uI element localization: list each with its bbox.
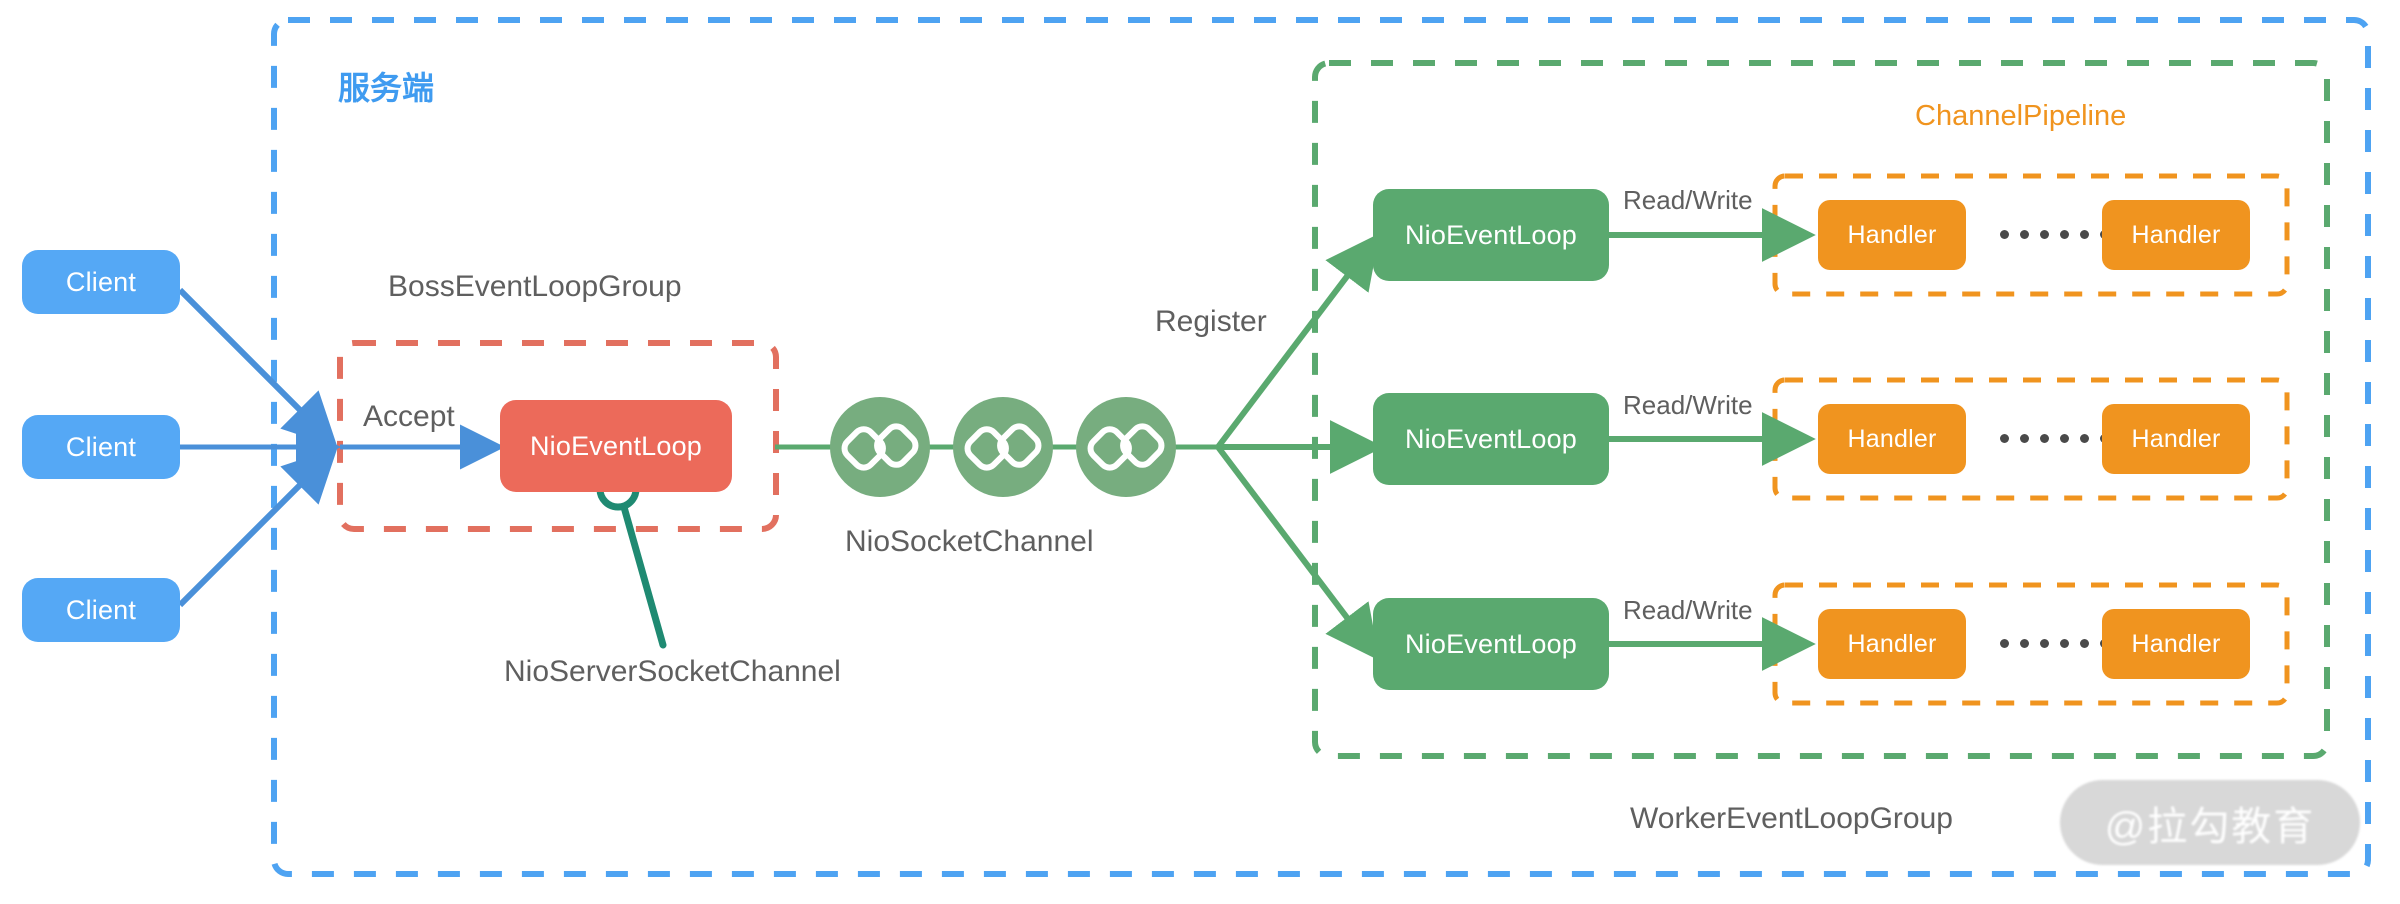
handler-label: Handler [1847, 424, 1937, 453]
page-title: 服务端 [338, 70, 435, 106]
socket-channel-1 [830, 397, 930, 497]
server-socket-callout-line [618, 496, 667, 649]
client-label: Client [65, 594, 137, 625]
worker-event-loop-box-3[interactable]: NioEventLoop [1373, 598, 1609, 690]
client-arrow-1 [177, 287, 338, 448]
worker-group-boundary [1312, 60, 2330, 759]
handler-label: Handler [2131, 629, 2221, 658]
handler-label: Handler [2131, 220, 2221, 249]
register-label: Register [1155, 305, 1267, 338]
client-box-2[interactable]: Client [22, 415, 180, 479]
worker-event-loop-label: NioEventLoop [1404, 628, 1578, 659]
channel-pipeline-label: ChannelPipeline [1915, 100, 2127, 132]
accept-label: Accept [363, 400, 455, 433]
read-write-label-3: Read/Write [1623, 595, 1753, 625]
worker-event-loop-label: NioEventLoop [1404, 219, 1578, 250]
pipeline-boundary-1 [1772, 173, 2290, 297]
pipeline-boundary-3 [1772, 582, 2290, 706]
register-arrow-bottom [1215, 445, 1380, 661]
boss-event-loop-label: NioEventLoop [529, 430, 703, 461]
handler-box-3a[interactable]: Handler [1818, 609, 1966, 679]
nio-server-socket-channel-label: NioServerSocketChannel [504, 655, 841, 688]
client-label: Client [65, 266, 137, 297]
boss-group-boundary [337, 340, 779, 532]
read-write-label-2: Read/Write [1623, 390, 1753, 420]
client-box-3[interactable]: Client [22, 578, 180, 642]
read-write-label-1: Read/Write [1623, 185, 1753, 215]
nio-socket-channel-label: NioSocketChannel [845, 525, 1094, 558]
pipeline-ellipsis-2 [2000, 434, 2109, 443]
pipeline-ellipsis-3 [2000, 639, 2109, 648]
worker-group-label: WorkerEventLoopGroup [1630, 802, 1953, 835]
register-arrow-top [1215, 233, 1380, 449]
handler-box-2a[interactable]: Handler [1818, 404, 1966, 474]
socket-channel-2 [953, 397, 1053, 497]
socket-channel-3 [1076, 397, 1176, 497]
pipeline-boundary-2 [1772, 377, 2290, 501]
watermark: @拉勾教育 [2060, 780, 2360, 865]
client-box-1[interactable]: Client [22, 250, 180, 314]
worker-event-loop-box-2[interactable]: NioEventLoop [1373, 393, 1609, 485]
boss-event-loop-box[interactable]: NioEventLoop [500, 400, 732, 492]
handler-label: Handler [1847, 629, 1937, 658]
client-arrow-3 [177, 447, 338, 608]
handler-box-1a[interactable]: Handler [1818, 200, 1966, 270]
handler-box-2b[interactable]: Handler [2102, 404, 2250, 474]
pipeline-ellipsis-1 [2000, 230, 2109, 239]
boss-group-label: BossEventLoopGroup [388, 270, 682, 303]
worker-event-loop-label: NioEventLoop [1404, 423, 1578, 454]
handler-label: Handler [2131, 424, 2221, 453]
worker-event-loop-box-1[interactable]: NioEventLoop [1373, 189, 1609, 281]
handler-label: Handler [1847, 220, 1937, 249]
handler-box-3b[interactable]: Handler [2102, 609, 2250, 679]
client-label: Client [65, 431, 137, 462]
handler-box-1b[interactable]: Handler [2102, 200, 2250, 270]
